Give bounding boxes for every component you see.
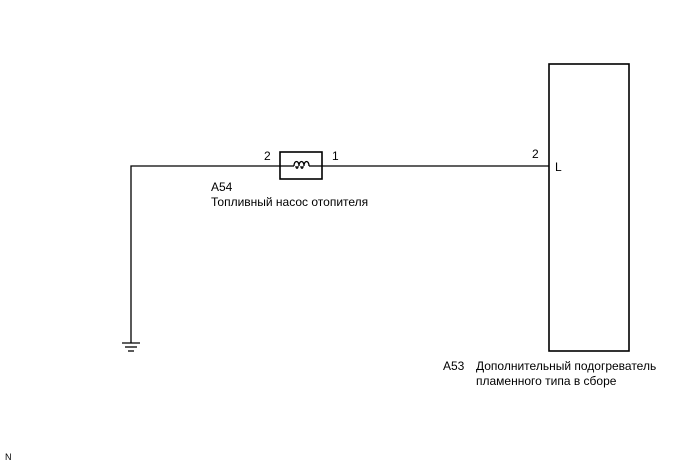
coil-icon bbox=[280, 160, 322, 169]
a54-code: A54 bbox=[211, 180, 233, 194]
ground-wire bbox=[130, 165, 280, 343]
a53-body bbox=[548, 63, 630, 352]
a53-description-line2: пламенного типа в сборе bbox=[476, 374, 617, 388]
a54-pin-left: 2 bbox=[264, 149, 271, 163]
footer-mark: N bbox=[5, 452, 12, 462]
component-a54: 2 1 A54 Топливный насос отопителя bbox=[211, 149, 368, 209]
a53-description-line1: Дополнительный подогреватель bbox=[476, 359, 656, 373]
a54-pin-right: 1 bbox=[332, 149, 339, 163]
ground-icon bbox=[122, 342, 140, 352]
a53-pin: 2 bbox=[532, 147, 539, 161]
a53-code: A53 bbox=[443, 359, 465, 373]
a54-description: Топливный насос отопителя bbox=[211, 195, 368, 209]
component-a53: 2 L A53 Дополнительный подогреватель пла… bbox=[443, 63, 656, 388]
ground-circuit bbox=[122, 165, 280, 352]
a53-terminal: L bbox=[555, 160, 562, 174]
